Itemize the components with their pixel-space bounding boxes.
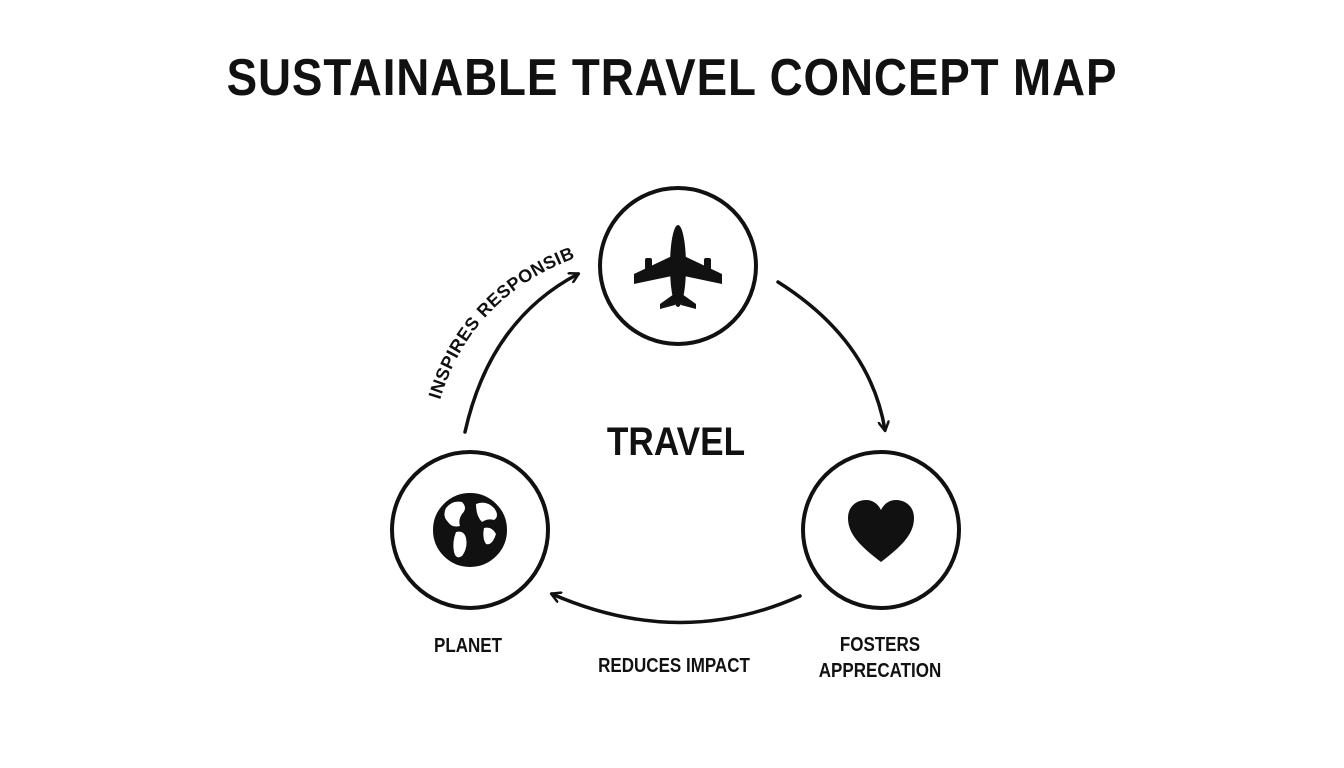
fosters-label-line2: APPRECATION [818,660,942,682]
arrow-planet-to-plane [463,274,578,434]
edge-label-inspires-text: INSPIRES RESPONSIBILITY [0,0,577,401]
diagram-title: SUSTAINABLE TRAVEL CONCEPT MAP [226,49,1118,107]
heart-icon [848,500,914,562]
planet-label: PLANET [434,635,502,657]
heart-node [801,450,961,610]
center-label: TRAVEL [606,420,746,464]
plane-node [598,186,758,346]
fosters-label: FOSTERS APPRECATION [804,632,957,684]
arrow-plane-to-heart [776,280,885,430]
edge-label-inspires: INSPIRES RESPONSIBILITY [0,0,577,401]
airplane-icon [634,225,722,309]
edge-label-reduces: REDUCES IMPACT [598,655,750,677]
planet-node [390,450,550,610]
fosters-label-line1: FOSTERS [839,634,921,656]
arrow-heart-to-planet [552,594,802,625]
globe-icon [433,493,507,567]
